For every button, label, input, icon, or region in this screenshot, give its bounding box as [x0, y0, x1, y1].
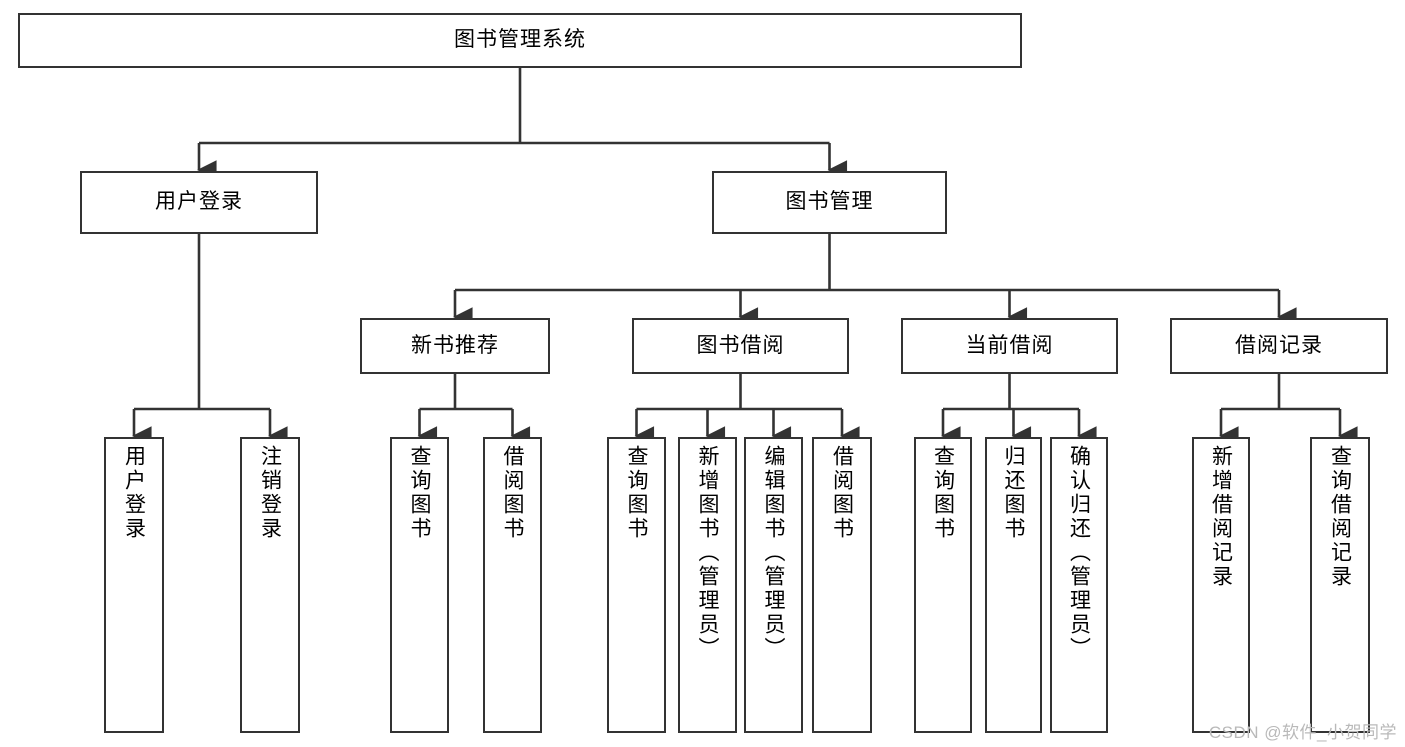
node-leaf-edit-book[interactable]: 编辑图书（管理员） [744, 437, 803, 733]
node-label-leaf-query-book-2: 查询图书 [625, 445, 648, 541]
node-leaf-return-book[interactable]: 归还图书 [985, 437, 1042, 733]
node-leaf-confirm-return[interactable]: 确认归还（管理员） [1050, 437, 1108, 733]
node-leaf-add-record[interactable]: 新增借阅记录 [1192, 437, 1250, 733]
node-leaf-borrow-book-1[interactable]: 借阅图书 [483, 437, 542, 733]
node-label-leaf-query-book-3: 查询图书 [931, 445, 955, 541]
node-label-leaf-user-login: 用户登录 [122, 445, 146, 541]
node-label-book-manage: 图书管理 [785, 190, 874, 214]
node-borrow-record[interactable]: 借阅记录 [1170, 318, 1388, 374]
node-label-leaf-borrow-book-2: 借阅图书 [830, 445, 854, 541]
node-leaf-query-book-3[interactable]: 查询图书 [914, 437, 972, 733]
node-leaf-add-book[interactable]: 新增图书（管理员） [678, 437, 737, 733]
node-book-borrow[interactable]: 图书借阅 [632, 318, 849, 374]
node-label-current-borrow: 当前借阅 [965, 333, 1054, 357]
node-label-new-book-recommend: 新书推荐 [411, 333, 499, 357]
node-label-leaf-add-book: 新增图书（管理员） [696, 445, 719, 661]
node-book-manage[interactable]: 图书管理 [712, 171, 947, 234]
node-label-leaf-return-book: 归还图书 [1002, 445, 1025, 541]
node-current-borrow[interactable]: 当前借阅 [901, 318, 1118, 374]
node-label-leaf-add-record: 新增借阅记录 [1209, 445, 1233, 589]
node-label-root: 图书管理系统 [454, 28, 586, 52]
node-leaf-query-book-2[interactable]: 查询图书 [607, 437, 666, 733]
node-label-leaf-logout: 注销登录 [258, 445, 282, 541]
node-label-book-borrow: 图书借阅 [696, 333, 785, 357]
node-leaf-borrow-book-2[interactable]: 借阅图书 [812, 437, 872, 733]
node-label-leaf-query-record: 查询借阅记录 [1328, 445, 1352, 589]
node-leaf-logout[interactable]: 注销登录 [240, 437, 300, 733]
node-new-book-recommend[interactable]: 新书推荐 [360, 318, 550, 374]
node-label-leaf-confirm-return: 确认归还（管理员） [1067, 445, 1091, 661]
node-label-leaf-edit-book: 编辑图书（管理员） [762, 445, 785, 661]
node-label-leaf-query-book-1: 查询图书 [408, 445, 431, 541]
node-root[interactable]: 图书管理系统 [18, 13, 1022, 68]
node-leaf-user-login[interactable]: 用户登录 [104, 437, 164, 733]
node-user-login[interactable]: 用户登录 [80, 171, 318, 234]
node-leaf-query-record[interactable]: 查询借阅记录 [1310, 437, 1370, 733]
node-leaf-query-book-1[interactable]: 查询图书 [390, 437, 449, 733]
node-label-borrow-record: 借阅记录 [1235, 333, 1323, 357]
node-label-user-login: 用户登录 [155, 190, 243, 214]
node-label-leaf-borrow-book-1: 借阅图书 [501, 445, 524, 541]
